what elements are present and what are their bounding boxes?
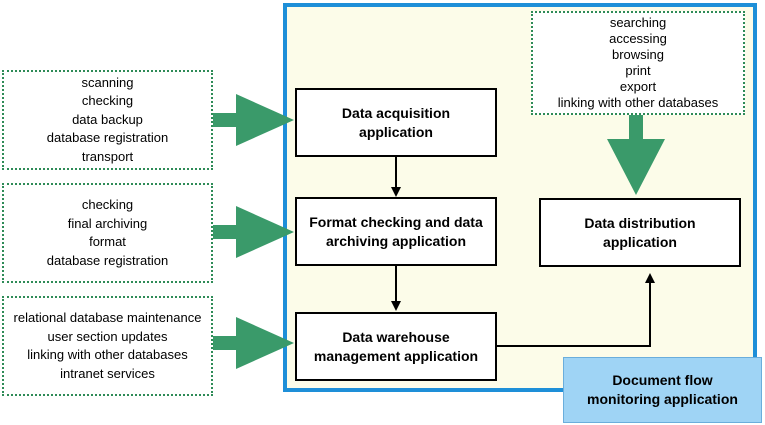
list-item: scanning (81, 74, 134, 90)
list-item: checking (81, 93, 134, 109)
list-item: print (625, 63, 651, 78)
list-item: checking (81, 197, 134, 212)
list-item: searching (609, 15, 667, 30)
data-acquisition-box: Data acquisition application (295, 88, 497, 157)
data-warehouse-label: Data warehouse management application (313, 328, 479, 364)
list-item: export (619, 79, 657, 94)
list-item: linking with other databases (27, 347, 188, 362)
list-item: user section updates (47, 328, 168, 344)
green-arrow-distribution (607, 115, 665, 195)
data-distribution-label: Data distribution application (584, 214, 696, 250)
green-arrow-acquisition (213, 94, 294, 146)
warehouse-tasks-box: relational database maintenance user sec… (2, 296, 213, 396)
green-arrow-format (213, 206, 294, 258)
data-warehouse-box: Data warehouse management application (295, 312, 497, 381)
distribution-features-box: searching accessing browsing print expor… (531, 11, 745, 115)
format-tasks-box: checking final archiving format database… (2, 183, 213, 283)
format-checking-label: Format checking and data archiving appli… (309, 213, 483, 249)
document-flow-monitoring-box: Document flow monitoring application (563, 357, 762, 423)
list-item: accessing (609, 31, 667, 46)
format-checking-box: Format checking and data archiving appli… (295, 197, 497, 266)
list-item: database registration (46, 130, 169, 146)
list-item: linking with other databases (557, 95, 719, 110)
list-item: transport (81, 148, 134, 164)
data-distribution-box: Data distribution application (539, 198, 741, 267)
list-item: intranet services (60, 365, 155, 381)
list-item: browsing (611, 47, 665, 62)
list-item: data backup (72, 111, 143, 127)
green-arrow-warehouse (213, 317, 294, 369)
list-item: database registration (46, 252, 169, 268)
arrow-warehouse-to-distribution (497, 282, 651, 347)
list-item: relational database maintenance (13, 310, 202, 325)
data-acquisition-label: Data acquisition application (341, 104, 451, 140)
acquisition-tasks-box: scanning checking data backup database r… (2, 70, 213, 170)
list-item: format (89, 234, 126, 249)
list-item: final archiving (67, 215, 148, 231)
